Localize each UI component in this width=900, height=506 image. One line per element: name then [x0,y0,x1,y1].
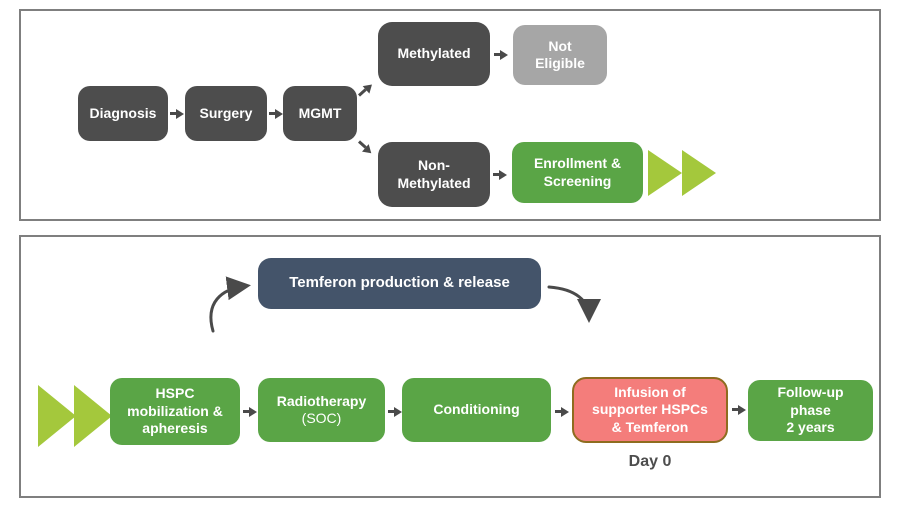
arrow-right-icon [269,112,275,115]
node-hspc-mobilization: HSPC mobilization & apheresis [110,378,240,445]
node-not-eligible: Not Eligible [513,25,607,85]
arrow-right-icon [732,408,738,411]
arrow-right-icon [170,112,176,115]
arrow-right-icon [388,410,394,413]
node-diagnosis: Diagnosis [78,86,168,141]
radiotherapy-sub-label: (SOC) [301,410,342,426]
node-temferon-production: Temferon production & release [258,258,541,309]
flow-chevron-icon [38,385,76,447]
node-mgmt: MGMT [283,86,357,141]
arrow-right-icon [243,410,249,413]
flow-chevron-icon [682,150,716,196]
arrow-right-icon [494,53,500,56]
flow-chevron-icon [74,385,112,447]
flow-chevron-icon [648,150,682,196]
radiotherapy-label: Radiotherapy [276,392,367,409]
node-methylated: Methylated [378,22,490,86]
day-zero-label: Day 0 [628,453,672,470]
node-conditioning: Conditioning [402,378,551,442]
node-follow-up: Follow-up phase 2 years [748,380,873,441]
node-infusion: Infusion of supporter HSPCs & Temferon [572,377,728,443]
arrow-right-icon [493,173,499,176]
node-enrollment-screening: Enrollment & Screening [512,142,643,203]
node-radiotherapy: Radiotherapy (SOC) [258,378,385,442]
node-surgery: Surgery [185,86,267,141]
arrow-right-icon [555,410,561,413]
node-non-methylated: Non- Methylated [378,142,490,207]
